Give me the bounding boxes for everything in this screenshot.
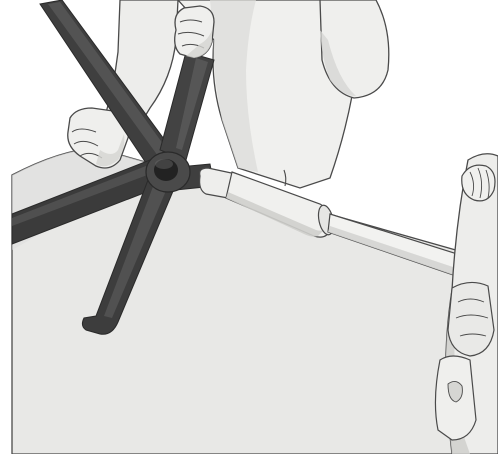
- base-hub-rim-highlight: [155, 159, 173, 169]
- chair-knob: [462, 165, 495, 201]
- chair-mechanism: [448, 282, 494, 356]
- right-hand: [175, 6, 214, 58]
